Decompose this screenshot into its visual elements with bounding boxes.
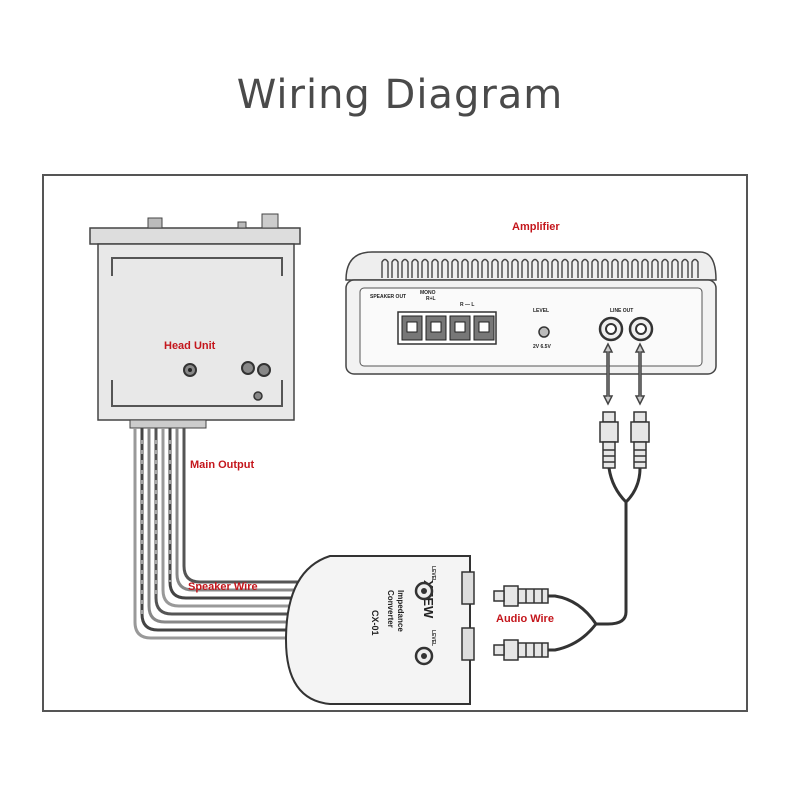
amplifier: SPEAKER OUT MONO R+L R — L LEVEL 2V 6.5V… xyxy=(345,251,717,375)
heatsink-fin xyxy=(661,258,669,278)
heatsink-fin xyxy=(581,258,589,278)
audio-wire xyxy=(548,467,642,652)
heatsink-fin xyxy=(611,258,619,278)
heatsink-fin xyxy=(511,258,519,278)
heatsink-fin xyxy=(441,258,449,278)
mono-label: MONO xyxy=(420,290,436,296)
heatsink-fin xyxy=(651,258,659,278)
heatsink-fin xyxy=(401,258,409,278)
heatsink-fin xyxy=(591,258,599,278)
converter-line2: Converter xyxy=(386,590,395,628)
impedance-converter: XEEW Impedance Converter CX-01 LEVEL LEV… xyxy=(284,555,475,705)
heatsink-fin xyxy=(641,258,649,278)
heatsink-fin xyxy=(501,258,509,278)
heatsink-fin xyxy=(491,258,499,278)
audio-wire-label: Audio Wire xyxy=(496,613,554,625)
rca-plugs-converter-side xyxy=(493,585,549,661)
heatsink-fin xyxy=(451,258,459,278)
rl-bottom-label: R — L xyxy=(460,302,474,308)
rca-connection-arrows xyxy=(602,342,646,406)
heatsink-fin xyxy=(471,258,479,278)
converter-level-upper: LEVEL xyxy=(430,566,436,582)
heatsink-fin xyxy=(431,258,439,278)
converter-level-lower: LEVEL xyxy=(430,630,436,646)
heatsink-fin xyxy=(411,258,419,278)
main-output-label: Main Output xyxy=(190,459,254,471)
head-unit xyxy=(89,213,301,429)
heatsink-fin xyxy=(561,258,569,278)
heatsink-fin xyxy=(531,258,539,278)
converter-line1: Impedance xyxy=(396,590,405,632)
heatsink-fin xyxy=(521,258,529,278)
level-knob-icon[interactable] xyxy=(538,326,550,338)
heatsink-fin xyxy=(681,258,689,278)
converter-model: CX-01 xyxy=(370,610,380,636)
heatsink-fin xyxy=(461,258,469,278)
heatsink-fin xyxy=(691,258,699,278)
speaker-wire-bundle xyxy=(133,428,300,640)
level-label: LEVEL xyxy=(533,308,549,314)
line-out-label: LINE OUT xyxy=(610,308,633,314)
heatsink-fin xyxy=(381,258,389,278)
heatsink-fin xyxy=(541,258,549,278)
heatsink-fin xyxy=(391,258,399,278)
heatsink-fin xyxy=(601,258,609,278)
speaker-terminals xyxy=(397,311,497,345)
heatsink-fin xyxy=(631,258,639,278)
head-unit-label: Head Unit xyxy=(164,340,216,352)
heatsink-fin xyxy=(621,258,629,278)
speaker-wire-label: Speaker Wire xyxy=(188,581,258,593)
heatsink-fin xyxy=(571,258,579,278)
rl-top-label: R+L xyxy=(426,296,436,302)
heatsink-fin xyxy=(551,258,559,278)
page-title: Wiring Diagram xyxy=(236,72,564,118)
heatsink-fin xyxy=(421,258,429,278)
rca-plugs-amp-side xyxy=(599,411,650,469)
speaker-out-label: SPEAKER OUT xyxy=(370,294,406,300)
amplifier-label: Amplifier xyxy=(512,221,560,233)
level-range-label: 2V 6.5V xyxy=(533,344,551,350)
heatsink-fin xyxy=(671,258,679,278)
heatsink-fin xyxy=(481,258,489,278)
